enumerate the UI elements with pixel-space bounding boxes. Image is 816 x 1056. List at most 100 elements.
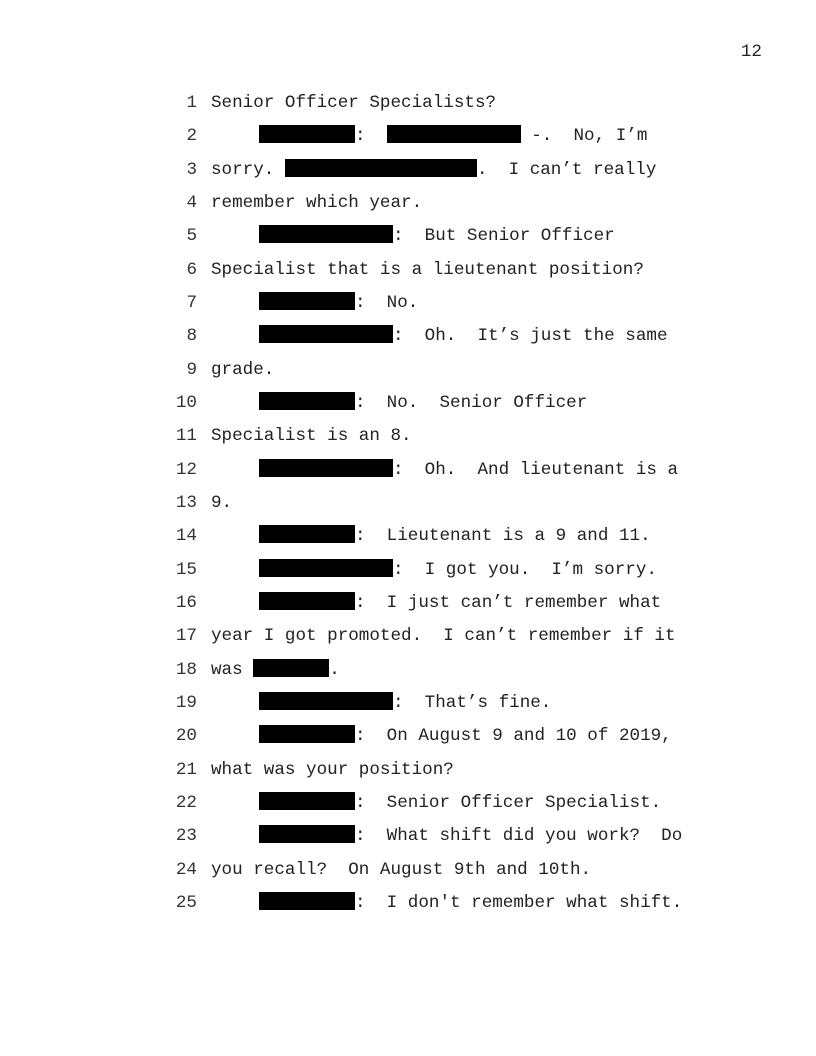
text-segment: year I got promoted. I can’t remember if…: [211, 626, 676, 647]
text-segment: : But Senior Officer: [393, 226, 615, 247]
transcript-line: 25: I don't remember what shift.: [0, 890, 816, 916]
transcript-line: 16: I just can’t remember what: [0, 590, 816, 616]
line-number: 4: [186, 192, 197, 213]
text-segment: 9.: [211, 492, 233, 513]
text-segment: : I just can’t remember what: [355, 592, 662, 613]
line-text: : I don't remember what shift.: [211, 890, 682, 916]
line-number: 15: [175, 559, 197, 580]
transcript-line: 19 : That’s fine.: [0, 690, 816, 716]
line-number: 9: [186, 359, 197, 380]
transcript-line: 1 Senior Officer Specialists?: [0, 90, 816, 116]
line-number: 18: [175, 659, 197, 680]
line-text: sorry. . I can’t really: [211, 157, 656, 183]
redaction-block: [259, 791, 355, 810]
line-text: : What shift did you work? Do: [211, 823, 682, 849]
page-number: 12: [740, 42, 762, 62]
transcript-line: 24 you recall? On August 9th and 10th.: [0, 857, 816, 883]
redaction-block: [259, 725, 355, 744]
line-text: Specialist that is a lieutenant position…: [211, 257, 644, 283]
redaction-block: [253, 658, 330, 677]
text-segment: grade.: [211, 359, 275, 380]
line-number: 19: [175, 692, 197, 713]
text-segment: was: [211, 659, 254, 680]
text-segment: : I got you. I’m sorry.: [393, 559, 657, 580]
line-text: you recall? On August 9th and 10th.: [211, 857, 591, 883]
line-text: grade.: [211, 357, 274, 383]
line-number: 3: [186, 159, 197, 180]
line-text: remember which year.: [211, 190, 422, 216]
line-text: was .: [211, 657, 340, 683]
text-segment: : Senior Officer Specialist.: [355, 792, 662, 813]
text-segment: Specialist is an 8.: [211, 426, 412, 447]
text-segment: : What shift did you work? Do: [355, 826, 683, 847]
line-number: 6: [186, 259, 197, 280]
line-text: : Lieutenant is a 9 and 11.: [211, 523, 651, 549]
redaction-block: [259, 325, 393, 344]
line-number: 14: [175, 526, 197, 547]
redaction-block: [259, 291, 355, 310]
line-text: : Oh. It’s just the same: [211, 323, 668, 349]
redaction-block: [259, 825, 355, 844]
redaction-block: [259, 591, 355, 610]
line-text: : I got you. I’m sorry.: [211, 557, 657, 583]
line-text: : No. Senior Officer: [211, 390, 587, 416]
line-number: 22: [175, 792, 197, 813]
redaction-block: [259, 558, 393, 577]
text-segment: : No. Senior Officer: [355, 392, 588, 413]
line-text: : -. No, I’m: [211, 123, 647, 149]
transcript-line: 15 : I got you. I’m sorry.: [0, 557, 816, 583]
text-segment: remember which year.: [211, 192, 423, 213]
line-text: : Senior Officer Specialist.: [211, 790, 661, 816]
text-segment: .: [329, 659, 340, 680]
line-number: 23: [175, 826, 197, 847]
line-number: 11: [175, 426, 197, 447]
text-segment: -. No, I’m: [520, 126, 648, 147]
transcript-line: 23 : What shift did you work? Do: [0, 823, 816, 849]
transcript-line: 2 : -. No, I’m: [0, 123, 816, 149]
line-text: 9.: [211, 490, 232, 516]
line-text: : But Senior Officer: [211, 223, 615, 249]
text-segment: Senior Officer Specialists?: [211, 93, 497, 113]
text-segment: what was your position?: [211, 759, 454, 780]
line-number: 7: [186, 292, 197, 313]
redaction-block: [259, 458, 393, 477]
text-segment: you recall? On August 9th and 10th.: [211, 859, 592, 880]
transcript-line: 20: On August 9 and 10 of 2019,: [0, 723, 816, 749]
transcript-line: 17 year I got promoted. I can’t remember …: [0, 623, 816, 649]
line-number: 2: [186, 126, 197, 147]
transcript-line: 9 grade.: [0, 357, 816, 383]
text-segment: : That’s fine.: [393, 692, 552, 713]
text-segment: : No.: [355, 292, 419, 313]
line-number: 21: [175, 759, 197, 780]
line-number: 24: [175, 859, 197, 880]
transcript-line: 18 was .: [0, 657, 816, 683]
redaction-block: [259, 225, 393, 244]
line-number: 17: [175, 626, 197, 647]
line-number: 1: [186, 93, 197, 113]
line-text: year I got promoted. I can’t remember if…: [211, 623, 676, 649]
transcript-line: 11 Specialist is an 8.: [0, 423, 816, 449]
text-segment: : Lieutenant is a 9 and 11.: [355, 526, 651, 547]
transcript-line: 14 : Lieutenant is a 9 and 11.: [0, 523, 816, 549]
text-segment: . I can’t really: [476, 159, 657, 180]
redaction-block: [284, 158, 477, 177]
text-segment: sorry.: [211, 159, 285, 180]
text-segment: Specialist that is a lieutenant position…: [211, 259, 644, 280]
transcript-line: 10 : No. Senior Officer: [0, 390, 816, 416]
redaction-block: [259, 525, 355, 544]
transcript-line: 12 : Oh. And lieutenant is a: [0, 457, 816, 483]
text-segment: : I don't remember what shift.: [355, 892, 683, 913]
transcript-line: 3 sorry. . I can’t really: [0, 157, 816, 183]
transcript-line: 6 Specialist that is a lieutenant positio…: [0, 257, 816, 283]
transcript-line: 22 : Senior Officer Specialist.: [0, 790, 816, 816]
transcript-line: 8 : Oh. It’s just the same: [0, 323, 816, 349]
line-text: Senior Officer Specialists?: [211, 90, 496, 116]
text-segment: : Oh. And lieutenant is a: [393, 459, 679, 480]
line-text: : Oh. And lieutenant is a: [211, 457, 678, 483]
line-number: 12: [175, 459, 197, 480]
line-number: 8: [186, 326, 197, 347]
line-number: 20: [175, 726, 197, 747]
line-number: 10: [175, 392, 197, 413]
redaction-block: [386, 125, 521, 144]
